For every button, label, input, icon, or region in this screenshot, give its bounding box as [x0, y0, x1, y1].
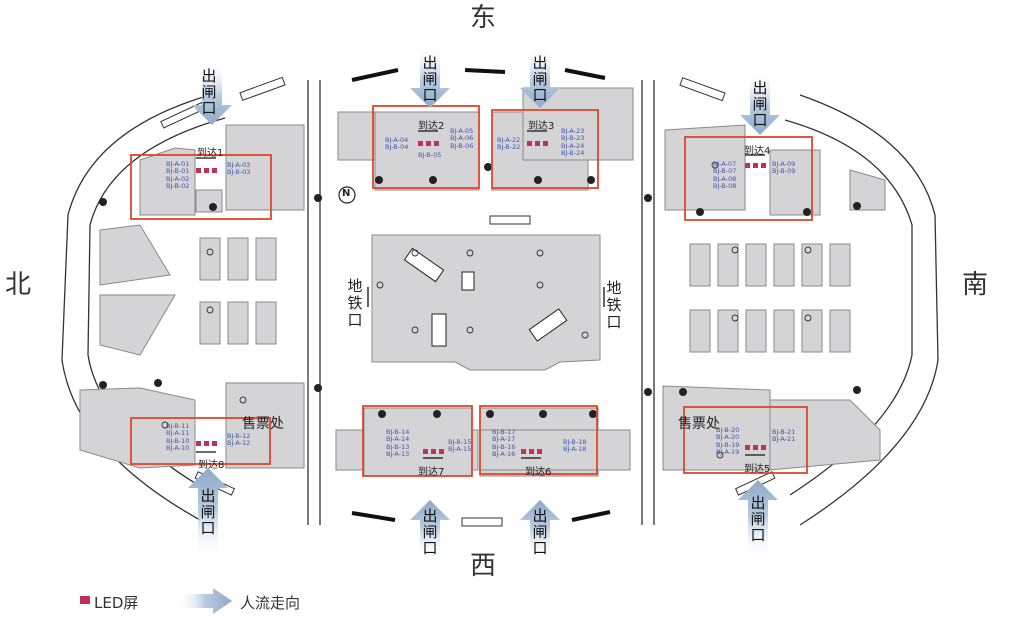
flow-arrow-1 — [192, 60, 232, 125]
compass-east: 东 — [470, 3, 497, 33]
zone-box-8 — [130, 417, 271, 465]
north-arrow-ring — [338, 186, 356, 204]
flow-arrow-5 — [738, 480, 778, 560]
exit-label-4: 出闸口 — [752, 79, 768, 129]
compass-north: 北 — [5, 270, 32, 300]
exit-label-1: 出闸口 — [201, 67, 217, 117]
zone-box-6 — [479, 405, 598, 475]
flow-arrow-3 — [520, 45, 560, 108]
zone-box-2 — [372, 105, 480, 189]
exit-label-5: 出闸口 — [750, 494, 766, 544]
led-markers — [196, 141, 766, 454]
metro-label-left: 地铁口 — [347, 277, 363, 329]
flow-arrow-6 — [520, 500, 560, 560]
compass-south: 南 — [962, 270, 989, 300]
exit-label-6: 出闸口 — [532, 507, 548, 557]
north-arrow-label: N — [342, 188, 351, 199]
metro-label-right: 地铁口 — [606, 279, 622, 331]
zone-box-3 — [491, 109, 599, 189]
ticket-office-south: 售票处 — [678, 416, 720, 432]
wall-segments — [351, 68, 611, 522]
legend-led-label: LED屏 — [94, 594, 139, 612]
arrive-label-7: 到达7 — [418, 467, 445, 478]
arrive-label-3: 到达3 — [528, 121, 555, 132]
arrive-label-4: 到达4 — [744, 146, 771, 157]
arrive-label-6: 到达6 — [525, 467, 552, 478]
legend-led-swatch — [80, 596, 90, 604]
compass-west: 西 — [470, 551, 497, 581]
arrive-label-1: 到达1 — [197, 148, 224, 159]
arrive-label-2: 到达2 — [418, 121, 445, 132]
zone-box-5 — [683, 406, 808, 474]
station-outline — [61, 80, 939, 526]
arrive-label-5: 到达5 — [744, 464, 771, 475]
zone-box-7 — [362, 405, 473, 477]
legend-flow-arrow — [178, 588, 232, 614]
columns — [99, 163, 861, 418]
zone-boxes — [130, 105, 813, 477]
flow-arrow-7 — [410, 500, 450, 560]
exit-label-3: 出闸口 — [532, 54, 548, 104]
flow-arrow-8 — [188, 468, 228, 560]
flow-arrow-2 — [410, 45, 450, 108]
column-rings — [161, 161, 812, 459]
exit-label-8: 出闸口 — [200, 487, 216, 537]
arrive-label-8: 到达8 — [198, 460, 225, 471]
exit-label-7: 出闸口 — [422, 507, 438, 557]
zone-box-1 — [130, 154, 272, 220]
zone-box-4 — [684, 136, 813, 221]
ticket-office-north: 售票处 — [242, 416, 284, 432]
escalators — [403, 247, 568, 347]
exit-label-2: 出闸口 — [422, 54, 438, 104]
flow-arrows — [178, 45, 780, 614]
zone-2-bottom-codes: BJ-B-05 — [418, 151, 442, 159]
legend-flow-label: 人流走向 — [240, 594, 301, 612]
gate-symbols — [196, 130, 765, 459]
flow-arrow-4 — [740, 70, 780, 135]
